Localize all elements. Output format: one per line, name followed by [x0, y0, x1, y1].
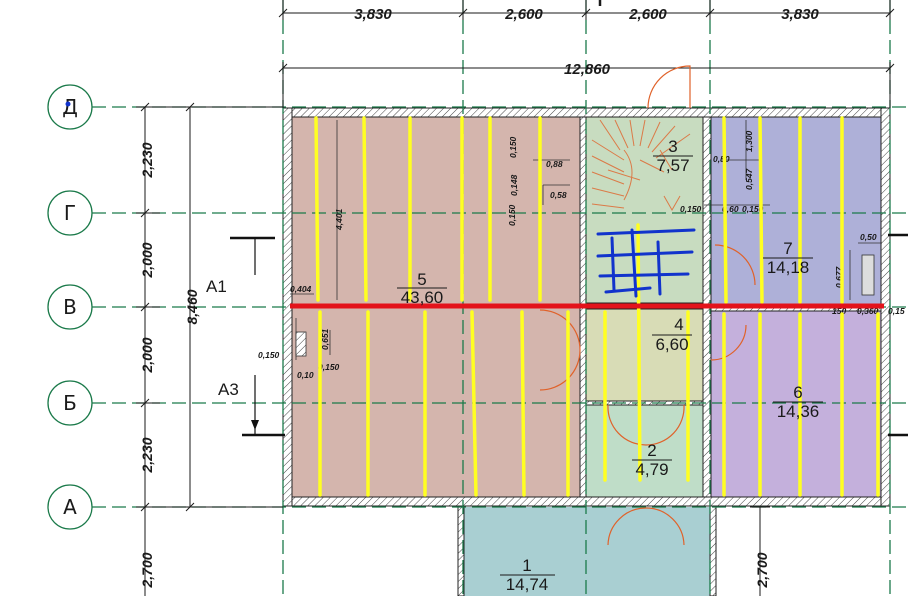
fixture — [295, 331, 307, 357]
dim-top-3: 2,600 — [628, 6, 667, 23]
section-marks — [230, 233, 908, 437]
right-bottom-dimension — [750, 506, 770, 596]
small-dim-0-360: 0,360 — [857, 306, 879, 316]
small-dim-1-300: 1,300 — [744, 130, 754, 152]
small-dim-4-401: 4,401 — [334, 208, 344, 231]
small-dim-0-15: 0,15 — [888, 306, 905, 316]
small-dim-0-150c: 0,150 — [680, 204, 702, 214]
room-1-number: 1 — [522, 556, 531, 575]
small-dim-0-404: 0,404 — [290, 284, 312, 294]
top-dimension-chain — [278, 0, 895, 20]
section-label-a3: А3 — [218, 380, 239, 399]
small-dim-0-651: 0,651 — [320, 328, 330, 350]
small-dim-0-547: 0,547 — [744, 167, 754, 190]
room-7-fill — [711, 117, 881, 305]
room-6-fill — [711, 311, 881, 497]
dim-left-1: 2,230 — [139, 142, 155, 178]
dim-left-2: 2,000 — [139, 242, 155, 278]
axis-label-d: Д — [62, 95, 78, 119]
room-2-area: 4,79 — [635, 460, 668, 479]
dim-left-5: 2,700 — [139, 552, 155, 588]
room-6-number: 6 — [793, 383, 802, 402]
room-2-number: 2 — [647, 441, 656, 460]
dim-right-bottom: 2,700 — [754, 552, 770, 588]
fixture-room7 — [861, 254, 875, 296]
room-labels — [397, 155, 823, 576]
dim-left-4: 2,230 — [139, 437, 155, 473]
room-7-area: 14,18 — [767, 258, 810, 277]
small-dim-0-10: 0,10 — [297, 370, 314, 380]
room-6-area: 14,36 — [777, 402, 820, 421]
left-dimension-chain — [136, 102, 283, 596]
small-dim-0-88: 0,88 — [546, 159, 563, 169]
room-1-area: 14,74 — [506, 575, 549, 594]
room-4-number: 4 — [674, 315, 683, 334]
room-5-number: 5 — [417, 270, 426, 289]
axis-label-g: Г — [64, 201, 76, 225]
dim-top-2: 2,600 — [504, 6, 543, 23]
room-7-number: 7 — [783, 239, 792, 258]
blue-lines — [596, 228, 696, 298]
small-dim-0-148: 0,148 — [509, 174, 519, 196]
dim-overall-width: 12,860 — [564, 61, 611, 78]
small-dim-0-150b: 0,150 — [507, 204, 517, 226]
small-dim-0-150d: 0,150 — [742, 204, 764, 214]
axis-label-v: В — [63, 295, 77, 319]
dim-overall-height: 8,460 — [184, 289, 200, 324]
overall-width-dimension — [278, 62, 895, 108]
axis-label-a: А — [63, 495, 77, 519]
dim-left-3: 2,000 — [139, 337, 155, 373]
axis-label-b: Б — [63, 391, 77, 415]
small-dim-0-50a: 0,50 — [713, 154, 730, 164]
room-5-area: 43,60 — [401, 288, 444, 307]
room-3-area: 7,57 — [656, 156, 689, 175]
small-dim-0-150e: 0,150 — [258, 350, 280, 360]
dim-top-4: 3,830 — [781, 6, 819, 23]
room-4-area: 6,60 — [655, 335, 688, 354]
small-dim-0-58: 0,58 — [550, 190, 567, 200]
section-label-a1: А1 — [206, 277, 227, 296]
heating-lines — [314, 116, 880, 497]
room-1-fill — [460, 507, 716, 596]
small-dim-0-150f: 0,150 — [318, 362, 340, 372]
small-dim-0-150a: 0,150 — [508, 136, 518, 158]
small-dim-150: 150 — [832, 306, 846, 316]
stair-steps — [591, 119, 691, 212]
small-dim-0-60: 0,60 — [722, 204, 739, 214]
dim-top-1: 3,830 — [354, 6, 392, 23]
axis-bubbles: Д Г В Б А — [47, 84, 93, 530]
small-dim-0-50b: 0,50 — [860, 232, 877, 242]
small-dim-0-677: 0,677 — [834, 265, 844, 288]
room-3-number: 3 — [668, 137, 677, 156]
